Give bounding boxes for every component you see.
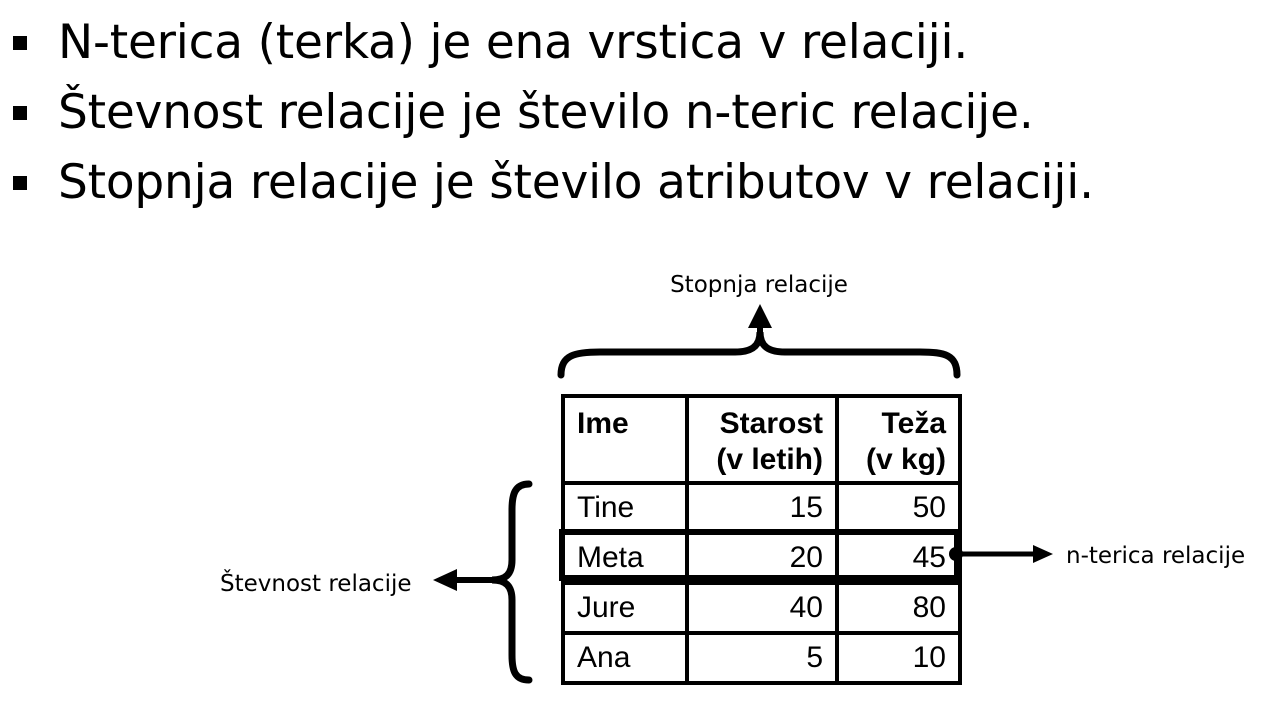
- table-row: Jure 40 80: [561, 581, 962, 635]
- cardinality-brace: [491, 480, 533, 684]
- degree-label: Stopnja relacije: [670, 272, 848, 298]
- cardinality-label: Števnost relacije: [220, 569, 412, 597]
- header-line: Ime: [577, 407, 629, 440]
- table-cell: 10: [835, 631, 962, 685]
- header-line: Teža: [881, 407, 946, 440]
- table-cell: 45: [835, 531, 962, 585]
- bullet-item: N-terica (terka) je ena vrstica v relaci…: [58, 15, 969, 70]
- header-line: (v letih): [716, 443, 823, 476]
- table-cell: Ana: [561, 631, 689, 685]
- bullet-square-icon: [13, 176, 27, 190]
- table-cell: 15: [685, 481, 839, 535]
- bullet-item: Stopnja relacije je število atributov v …: [58, 155, 1094, 210]
- bullet-item: Števnost relacije je število n-teric rel…: [58, 85, 1034, 140]
- table-cell: 50: [835, 481, 962, 535]
- table-cell: Jure: [561, 581, 689, 635]
- table-row: Tine 15 50: [561, 481, 962, 535]
- column-header-ime: Ime: [561, 394, 689, 485]
- table-cell: 20: [685, 531, 839, 585]
- header-line: Starost: [719, 407, 823, 440]
- table-cell: 5: [685, 631, 839, 685]
- tuple-label: n-terica relacije: [1066, 543, 1245, 569]
- table-row-highlighted: Meta 20 45: [561, 531, 962, 585]
- table-row: Ana 5 10: [561, 631, 962, 685]
- table-cell: Tine: [561, 481, 689, 535]
- degree-arrow-head-icon: [748, 304, 772, 328]
- cardinality-arrow-head-icon: [433, 569, 457, 591]
- bullet-square-icon: [13, 36, 27, 50]
- table-cell: Meta: [561, 531, 689, 585]
- table-cell: 80: [835, 581, 962, 635]
- bullet-square-icon: [13, 106, 27, 120]
- column-header-starost: Starost (v letih): [685, 394, 839, 485]
- table-cell: 40: [685, 581, 839, 635]
- tuple-arrow-head-icon: [1033, 545, 1053, 563]
- column-header-teza: Teža (v kg): [835, 394, 962, 485]
- header-line: (v kg): [865, 443, 946, 476]
- relation-table: Ime Starost (v letih) Teža (v kg) Tine 1…: [561, 394, 962, 685]
- table-header-row: Ime Starost (v letih) Teža (v kg): [561, 394, 962, 485]
